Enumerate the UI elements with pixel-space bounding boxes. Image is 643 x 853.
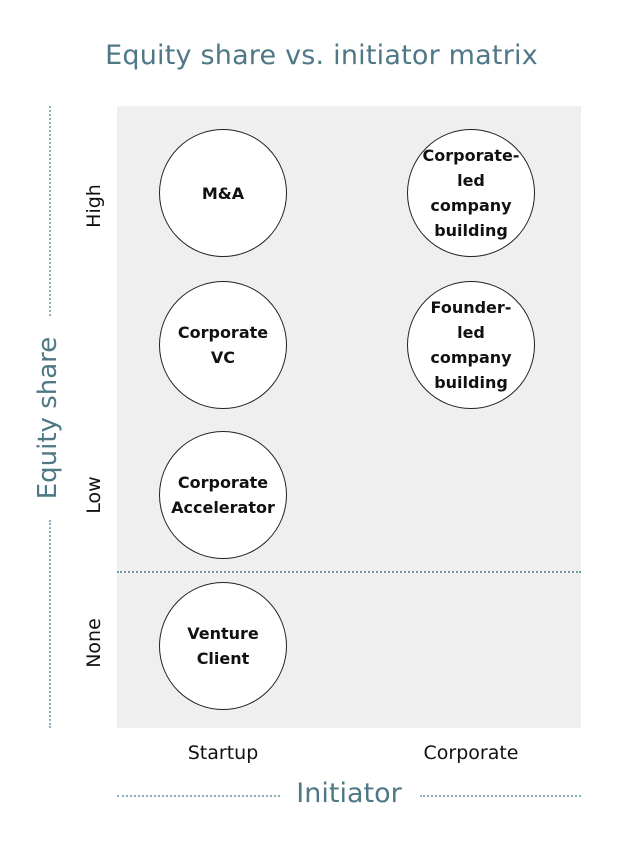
y-axis-label: Equity share <box>33 336 63 500</box>
x-axis-dotted-line-left <box>117 795 280 797</box>
chart-title: Equity share vs. initiator matrix <box>105 40 538 71</box>
row-label-high: High <box>83 184 105 228</box>
bubble-corporate-led-company-building: Corporate- led company building <box>407 129 535 257</box>
equity-none-separator <box>117 571 581 573</box>
column-label-corporate: Corporate <box>423 742 519 764</box>
bubble-m-and-a: M&A <box>159 129 287 257</box>
row-label-low: Low <box>83 476 105 514</box>
x-axis-dotted-line-right <box>420 795 581 797</box>
y-axis-dotted-line-top <box>49 106 51 316</box>
bubble-corporate-vc: Corporate VC <box>159 281 287 409</box>
bubble-venture-client: Venture Client <box>159 582 287 710</box>
bubble-founder-led-company-building: Founder- led company building <box>407 281 535 409</box>
column-label-startup: Startup <box>187 742 259 764</box>
row-label-none: None <box>83 618 105 668</box>
bubble-corporate-accelerator: Corporate Accelerator <box>159 431 287 559</box>
x-axis-label: Initiator <box>296 778 402 809</box>
y-axis-dotted-line-bottom <box>49 520 51 728</box>
